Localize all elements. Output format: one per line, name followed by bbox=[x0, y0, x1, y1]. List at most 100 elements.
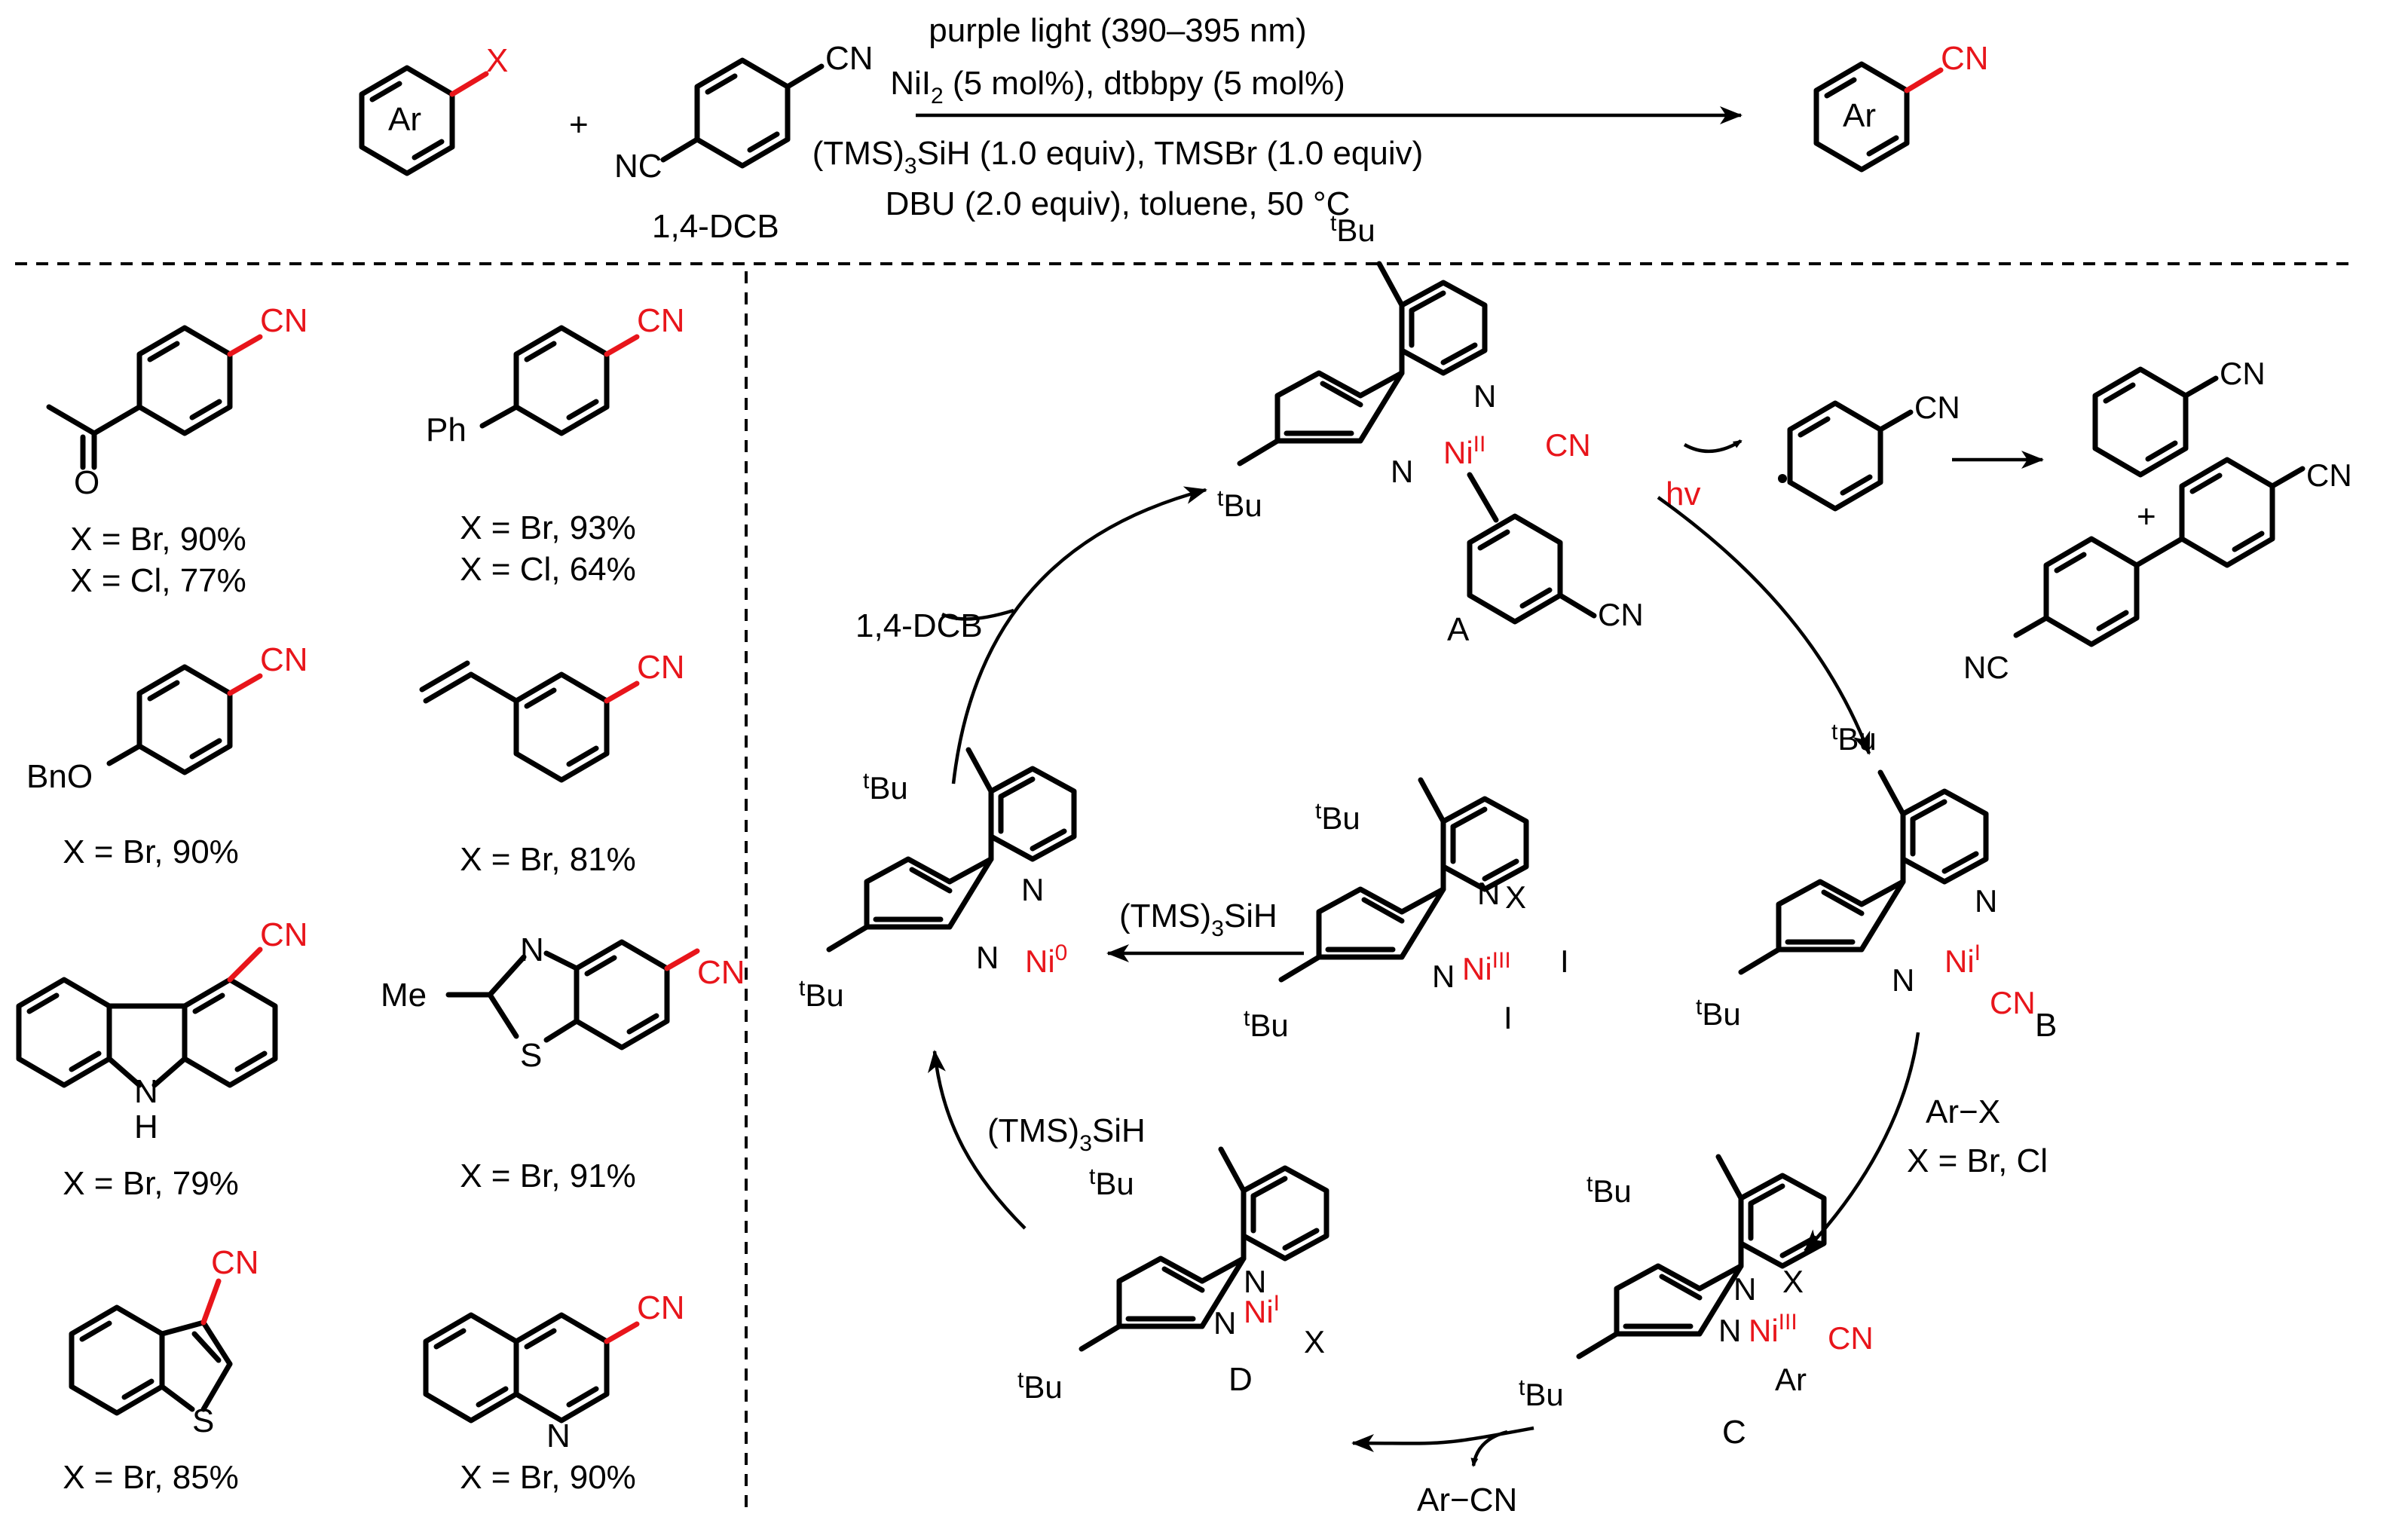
center-x-label: X bbox=[1505, 879, 1526, 915]
scope-item-3: BnO CN X = Br, 90% bbox=[26, 641, 308, 870]
ni-label: NiIII bbox=[1462, 948, 1511, 986]
complex-c: tBu tBu N N X NiIII CN Ar C bbox=[1519, 1157, 1874, 1451]
n-label: N bbox=[1021, 872, 1044, 907]
tbu-label: tBu bbox=[799, 976, 844, 1013]
reagent-name: 1,4-DCB bbox=[652, 208, 779, 245]
scope-7-cn: CN bbox=[211, 1244, 259, 1281]
scope-1-yield-br: X = Br, 90% bbox=[70, 521, 246, 558]
n-label: N bbox=[976, 940, 999, 975]
complex-b: tBu tBu N N NiI CN B bbox=[1696, 720, 2057, 1044]
center-i2-label: I bbox=[1504, 1000, 1513, 1035]
conditions-line-1: purple light (390–395 nm) bbox=[929, 12, 1306, 49]
scope-item-8: N CN X = Br, 90% bbox=[423, 1289, 685, 1496]
reagent-cn-label: CN bbox=[825, 40, 874, 77]
tbu-label: tBu bbox=[863, 769, 908, 806]
reactant-x-label: X bbox=[486, 42, 508, 79]
scope-3-yield: X = Br, 90% bbox=[63, 833, 239, 870]
a-aryl-cn-label: CN bbox=[1598, 597, 1644, 632]
complex-ni0: tBu tBu N N Ni0 bbox=[799, 750, 1074, 1013]
radical-cn-label: CN bbox=[1914, 390, 1960, 425]
ni-label: NiI bbox=[1944, 940, 1981, 979]
n-label: N bbox=[1718, 1313, 1741, 1348]
tbu-label: tBu bbox=[1017, 1368, 1063, 1405]
scope-8-n: N bbox=[546, 1417, 571, 1454]
scope-5-yield: X = Br, 79% bbox=[63, 1165, 239, 1202]
scope-1-o: O bbox=[74, 464, 99, 501]
n-label: N bbox=[1473, 378, 1496, 414]
scope-3-cn: CN bbox=[260, 641, 308, 678]
scope-6-s: S bbox=[520, 1037, 542, 1074]
cycle-arrows: 1,4-DCB Ar−X X = Br, Cl Ar−CN (TMS)3SiH … bbox=[855, 486, 2048, 1518]
product-aryl-nitrile: Ar CN bbox=[1813, 40, 1989, 173]
b-cn-label: CN bbox=[1990, 985, 2036, 1020]
n-label: N bbox=[1975, 883, 1997, 919]
reagent-dicyanobenzene: CN NC 1,4-DCB bbox=[614, 40, 874, 245]
silane-label-upper: (TMS)3SiH bbox=[1119, 898, 1277, 941]
scope-5-h: H bbox=[134, 1109, 158, 1145]
center-i1-label: I bbox=[1560, 943, 1569, 979]
scope-item-2: Ph CN X = Br, 93% X = Cl, 64% bbox=[426, 302, 685, 588]
reactant-aryl-halide: Ar X bbox=[359, 42, 508, 176]
conditions-line-2: NiI2 (5 mol%), dtbbpy (5 mol%) bbox=[890, 65, 1345, 109]
scope-4-cn: CN bbox=[637, 649, 685, 686]
tbu-label: tBu bbox=[1089, 1164, 1134, 1201]
scope-item-7: S CN X = Br, 85% bbox=[63, 1244, 259, 1496]
scope-3-bno: BnO bbox=[26, 758, 93, 795]
scope-item-1: O CN X = Br, 90% X = Cl, 77% bbox=[46, 302, 308, 599]
scope-item-4: CN X = Br, 81% bbox=[419, 649, 685, 878]
arcn-label: Ar−CN bbox=[1417, 1482, 1517, 1518]
complex-d: tBu tBu N N NiI X D bbox=[1017, 1149, 1326, 1405]
scope-2-yield-br: X = Br, 93% bbox=[460, 509, 636, 546]
tbu-label: tBu bbox=[1217, 486, 1262, 523]
scope-1-cn: CN bbox=[260, 302, 308, 339]
scope-item-6: N S Me CN X = Br, 91% bbox=[381, 931, 745, 1194]
label-a: A bbox=[1447, 611, 1470, 648]
radical-byproducts: hv CN CN + CN NC bbox=[1666, 356, 2352, 685]
arx-scope-label: X = Br, Cl bbox=[1907, 1142, 2048, 1179]
tbu-label: tBu bbox=[1519, 1375, 1564, 1412]
n-label: N bbox=[1213, 1305, 1236, 1341]
a-cn-label: CN bbox=[1545, 427, 1591, 463]
scope-1-yield-cl: X = Cl, 77% bbox=[70, 562, 246, 599]
ni-label: NiI bbox=[1244, 1291, 1280, 1329]
benzonitrile-cn-label: CN bbox=[2220, 356, 2266, 391]
scope-8-cn: CN bbox=[637, 1289, 685, 1326]
n-label: N bbox=[1477, 876, 1500, 911]
ni-label: NiII bbox=[1443, 432, 1485, 470]
scope-5-n: N bbox=[134, 1073, 158, 1110]
arx-label: Ar−X bbox=[1926, 1093, 2000, 1130]
label-b: B bbox=[2035, 1007, 2057, 1044]
scope-6-n: N bbox=[520, 931, 544, 968]
biaryl-nc-label: NC bbox=[1963, 650, 2009, 685]
conditions-line-3: (TMS)3SiH (1.0 equiv), TMSBr (1.0 equiv) bbox=[812, 135, 1424, 179]
tbu-label: tBu bbox=[1244, 1006, 1289, 1043]
label-d: D bbox=[1228, 1361, 1253, 1398]
n-label: N bbox=[1892, 962, 1914, 998]
scope-7-s: S bbox=[192, 1402, 214, 1439]
product-ring-label: Ar bbox=[1843, 97, 1876, 134]
scope-7-yield: X = Br, 85% bbox=[63, 1459, 239, 1496]
d-x-label: X bbox=[1304, 1324, 1325, 1359]
conditions-line-4: DBU (2.0 equiv), toluene, 50 °C bbox=[886, 185, 1351, 222]
scope-6-me: Me bbox=[381, 977, 427, 1014]
scope-5-cn: CN bbox=[260, 916, 308, 953]
c-ar-label: Ar bbox=[1775, 1362, 1807, 1397]
complex-a: tBu tBu N N NiII CN CN A bbox=[1217, 211, 1644, 648]
n-label: N bbox=[1244, 1264, 1266, 1299]
tbu-label: tBu bbox=[1315, 799, 1360, 836]
ni-label: Ni0 bbox=[1025, 940, 1067, 979]
silane-label-lower: (TMS)3SiH bbox=[987, 1112, 1146, 1156]
tbu-label: tBu bbox=[1586, 1172, 1632, 1209]
reaction-conditions: purple light (390–395 nm) NiI2 (5 mol%),… bbox=[812, 12, 1743, 222]
scope-2-ph: Ph bbox=[426, 411, 467, 448]
reagent-nc-label: NC bbox=[614, 148, 662, 185]
label-c: C bbox=[1722, 1414, 1746, 1451]
complex-niiii-center: tBu tBu N N X NiIII I I bbox=[1244, 780, 1569, 1043]
n-label: N bbox=[1733, 1271, 1756, 1307]
ni-label: NiIII bbox=[1749, 1310, 1798, 1348]
dcb-label: 1,4-DCB bbox=[855, 607, 983, 644]
byproduct-plus: + bbox=[2137, 498, 2156, 535]
scope-8-yield: X = Br, 90% bbox=[460, 1459, 636, 1496]
scope-item-5: N H CN X = Br, 79% bbox=[16, 916, 308, 1202]
